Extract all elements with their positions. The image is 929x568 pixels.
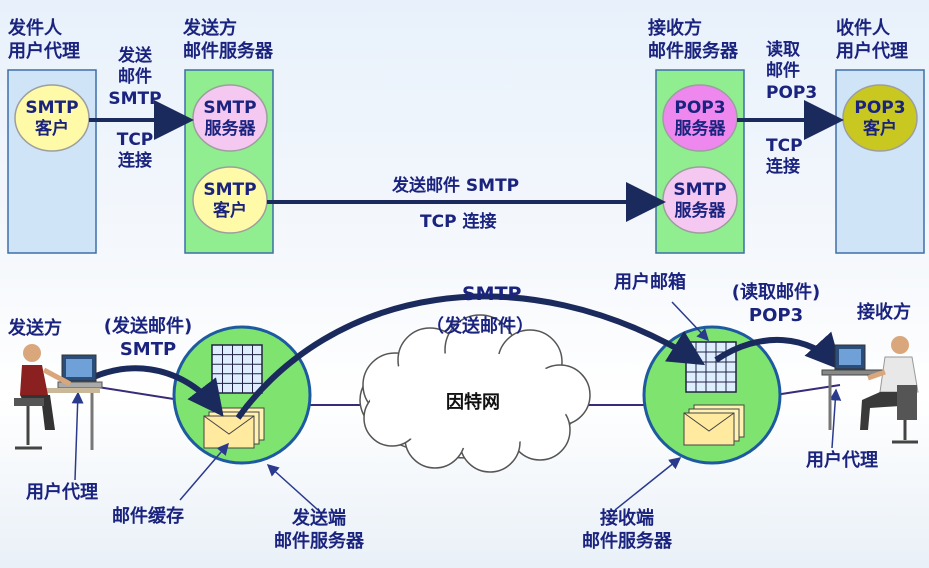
- link2-top-label: 发送邮件 SMTP: [392, 176, 520, 196]
- send-server-label: 发送端 邮件服务器: [274, 508, 364, 552]
- sender-smtp-out-client-label: SMTP 客户: [203, 180, 257, 222]
- recv-pop3-client-label: POP3 客户: [854, 98, 906, 140]
- mail-cache-label: 邮件缓存: [112, 506, 184, 527]
- pointer-mail-cache: [179, 442, 229, 501]
- arrow-smtp-arc: [235, 293, 706, 420]
- recv-mail-envelopes: [683, 404, 745, 446]
- receiver-label: 接收方: [857, 302, 911, 323]
- smtp-arc-label: SMTP: [462, 283, 522, 305]
- user-agent-left-label: 用户代理: [26, 482, 98, 503]
- read-mail-pop3-label: (读取邮件) POP3: [731, 282, 821, 326]
- mailbox-label: 用户邮箱: [614, 272, 686, 293]
- pointer-user-agent-left: [71, 391, 84, 481]
- send-mail-smtp-label: (发送邮件) SMTP: [103, 316, 193, 360]
- sender-smtp-server-label: SMTP 服务器: [203, 98, 257, 140]
- recv-ua-title: 收件人 用户代理: [836, 18, 908, 62]
- receiver-user-icon: [821, 336, 919, 444]
- recv-server-label: 接收端 邮件服务器: [582, 508, 672, 552]
- pointer-send-server: [266, 463, 319, 511]
- recv-pop3-server-label: POP3 服务器: [674, 98, 726, 140]
- sender-label: 发送方: [8, 318, 62, 339]
- recv-smtp-server-label: SMTP 服务器: [673, 180, 727, 222]
- internet-label: 因特网: [446, 392, 500, 413]
- recv-server-title: 接收方 邮件服务器: [648, 18, 738, 62]
- link3-bottom-label: TCP 连接: [766, 136, 803, 178]
- send-mail-cache-envelopes: [203, 407, 265, 449]
- sender-ua-title: 发件人 用户代理: [8, 18, 80, 62]
- link3-top-label: 读取 邮件 POP3: [766, 40, 818, 103]
- link2-bottom-label: TCP 连接: [420, 212, 497, 232]
- sender-smtp-client-label: SMTP 客户: [25, 98, 79, 140]
- sender-user-icon: [14, 344, 103, 450]
- arrow-mailbox-to-ua: [714, 331, 843, 371]
- pointer-user-agent-right: [829, 388, 842, 449]
- sender-server-title: 发送方 邮件服务器: [183, 18, 273, 62]
- pointer-recv-server: [614, 457, 682, 511]
- link1-top-label: 发送 邮件 SMTP: [108, 46, 162, 109]
- user-agent-right-label: 用户代理: [806, 450, 878, 471]
- link1-bottom-label: TCP 连接: [116, 130, 154, 172]
- send-mailbox-grid: [211, 344, 263, 394]
- smtp-arc-sub-label: （发送邮件）: [426, 316, 534, 337]
- pointer-mailbox: [671, 301, 710, 342]
